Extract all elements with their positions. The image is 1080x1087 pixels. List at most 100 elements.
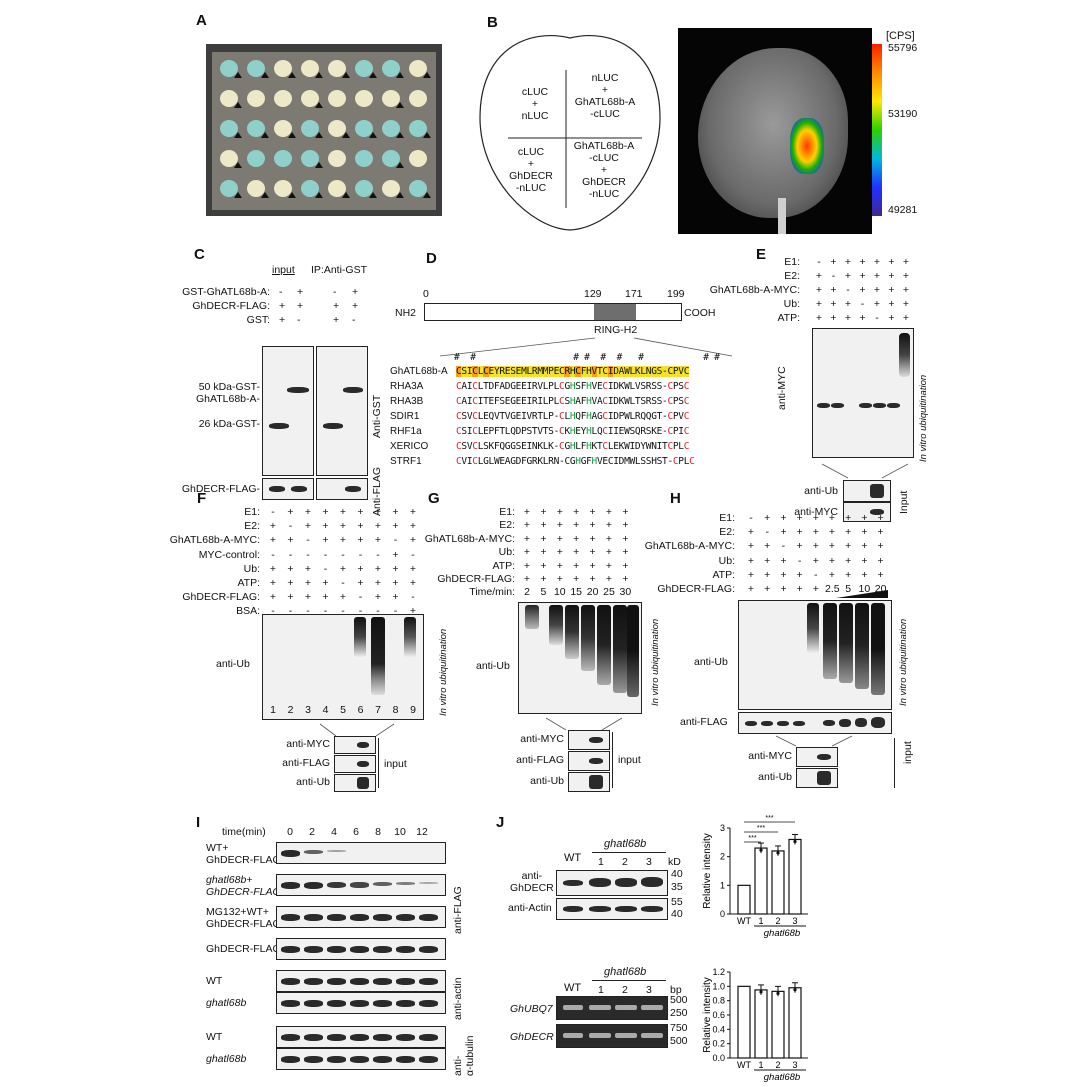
e-sign-0-2: + xyxy=(844,256,852,268)
g-sign-0-2: + xyxy=(556,506,563,518)
seq-name-5: XERICO xyxy=(390,441,429,452)
e-sign-4-2: + xyxy=(844,312,852,324)
f-sign-1-1: - xyxy=(288,520,293,533)
plate-marker-arrow xyxy=(234,162,242,168)
residue: Q xyxy=(596,426,603,437)
residue: V xyxy=(537,381,543,392)
g-sign-3-0: + xyxy=(523,546,531,559)
residue: L xyxy=(477,411,484,422)
quadrant-1-label: cLUC + nLUC xyxy=(521,86,549,122)
residue: D xyxy=(613,366,619,377)
i-row-label-5: ghatl68b xyxy=(206,997,247,1009)
residue: N xyxy=(553,456,560,467)
f-row-label-7: BSA: xyxy=(236,605,260,618)
residue: D xyxy=(488,381,495,392)
residue: V xyxy=(591,366,597,377)
g-sign-6-2: 10 xyxy=(553,586,566,599)
h-input-label: input xyxy=(902,741,914,764)
residue: L xyxy=(477,426,484,437)
x-tick-label: 2 xyxy=(775,916,780,926)
residue: G xyxy=(526,456,532,467)
residue: N xyxy=(645,366,652,377)
residue: G xyxy=(564,441,570,452)
f-row-label-2: GhATL68b-A-MYC: xyxy=(169,534,260,547)
h-sign-3-7: + xyxy=(861,554,868,567)
residue: S xyxy=(656,396,663,407)
panel-label-f: F xyxy=(197,490,207,507)
residue: R xyxy=(531,456,538,467)
g-sign-4-3: + xyxy=(573,559,580,572)
f-input-label: input xyxy=(384,758,407,770)
g-vitro-label: In vitro ubiquitination xyxy=(650,618,661,706)
g-sign-2-2: + xyxy=(556,532,563,545)
blot-band xyxy=(327,946,346,953)
residue: I xyxy=(613,456,619,467)
blot-band xyxy=(350,1034,369,1041)
e-sign-0-0: - xyxy=(817,256,821,268)
residue: W xyxy=(493,456,500,467)
g-sign-5-4: + xyxy=(589,573,596,585)
data-point xyxy=(793,839,797,844)
data-point xyxy=(759,848,763,852)
e-sign-0-1: + xyxy=(830,256,837,268)
f-sign-7-7: - xyxy=(393,605,398,618)
blot-band xyxy=(327,850,346,852)
blot-band xyxy=(327,1034,346,1041)
f-sign-3-8: - xyxy=(411,548,415,561)
residue: L xyxy=(542,411,549,422)
f-sign-4-4: + xyxy=(339,562,347,575)
residue: C xyxy=(602,381,608,392)
g-sign-6-1: 5 xyxy=(540,586,547,599)
residue: E xyxy=(521,381,527,392)
plate-marker-arrow xyxy=(261,72,269,78)
i-blot-4 xyxy=(276,970,446,992)
residue: L xyxy=(542,381,549,392)
residue: S xyxy=(461,426,467,437)
residue: L xyxy=(477,441,484,452)
blot-band xyxy=(396,882,415,885)
f-sign-6-0: + xyxy=(269,591,277,604)
residue: S xyxy=(461,411,467,422)
g-sign-2-6: + xyxy=(622,532,629,545)
residue: V xyxy=(526,411,532,422)
residue: V xyxy=(466,411,473,422)
e-sign-3-0: + xyxy=(815,298,823,310)
f-sign-3-6: - xyxy=(376,548,380,561)
h-row-label-0: E1: xyxy=(719,512,735,524)
residue: P xyxy=(672,396,679,407)
plate-marker-arrow xyxy=(342,72,350,78)
residue: H xyxy=(586,411,592,422)
residue: E xyxy=(504,396,511,407)
residue: S xyxy=(629,426,636,437)
i-blot-6 xyxy=(276,1026,446,1048)
h-sign-5-0: + xyxy=(747,583,755,595)
h-sign-0-6: + xyxy=(845,512,852,524)
g-sign-5-0: + xyxy=(523,573,531,585)
yeast-colony xyxy=(409,90,427,107)
residue: L xyxy=(477,366,484,377)
residue: C xyxy=(456,456,462,467)
residue: E xyxy=(618,426,625,437)
i-row-label-7: ghatl68b xyxy=(206,1053,247,1065)
residue: I xyxy=(629,441,636,452)
g-sign-1-0: + xyxy=(523,519,531,532)
h-sign-3-5: + xyxy=(828,554,836,567)
i-time-0: 0 xyxy=(287,826,293,838)
residue: P xyxy=(548,411,554,422)
g-input-lines xyxy=(545,717,623,731)
f-lane-7: 8 xyxy=(392,704,399,716)
f-sign-3-7: + xyxy=(392,548,399,561)
e-sign-4-6: + xyxy=(902,312,910,324)
h-row-label-4: ATP: xyxy=(712,568,735,581)
e-sign-0-6: + xyxy=(902,256,910,268)
plate-marker-arrow xyxy=(423,72,431,78)
residue: E xyxy=(499,456,505,467)
blot-band xyxy=(327,914,346,921)
residue: Q xyxy=(640,411,646,422)
bar xyxy=(788,987,802,1059)
pos-129: 129 xyxy=(584,288,602,300)
residue: C xyxy=(683,441,690,452)
yeast-colony xyxy=(301,180,319,197)
yeast-colony xyxy=(328,150,346,167)
